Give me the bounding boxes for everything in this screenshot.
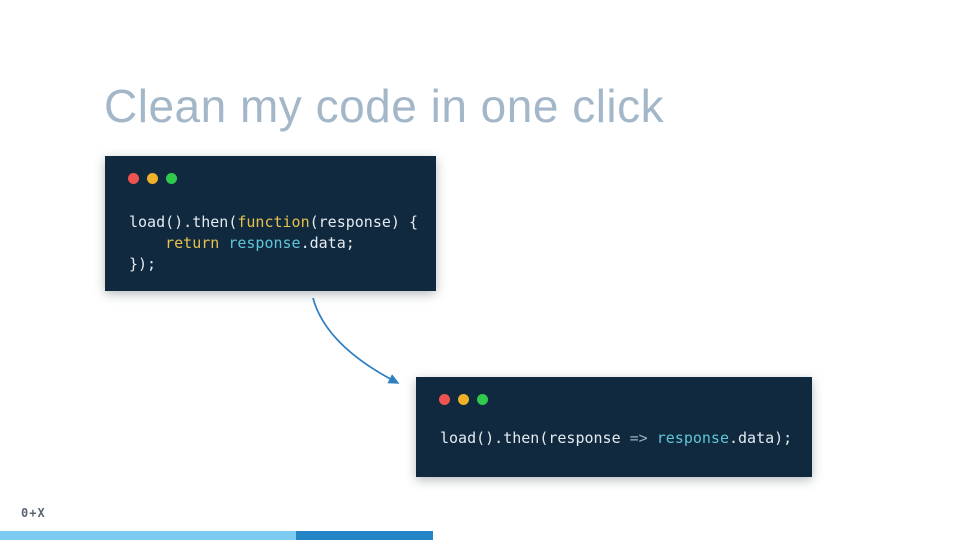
slide-title: Clean my code in one click	[104, 79, 665, 132]
transform-arrow-icon	[312, 297, 400, 384]
maximize-dot-icon	[477, 394, 488, 405]
brand-logo: 0+X	[21, 506, 46, 520]
minimize-dot-icon	[458, 394, 469, 405]
close-dot-icon	[439, 394, 450, 405]
code-window-before: load().then(function(response) { return …	[105, 156, 436, 291]
code-window-after: load().then(response => response.data);	[416, 377, 812, 477]
progress-segment-dark	[295, 531, 433, 540]
maximize-dot-icon	[166, 173, 177, 184]
progress-segment-light	[0, 531, 296, 540]
slide-progress-bar	[0, 531, 960, 540]
minimize-dot-icon	[147, 173, 158, 184]
window-traffic-lights	[105, 156, 436, 184]
code-after-snippet: load().then(response => response.data);	[440, 429, 793, 447]
close-dot-icon	[128, 173, 139, 184]
code-before-snippet: load().then(function(response) { return …	[129, 213, 418, 273]
window-traffic-lights	[416, 377, 812, 405]
